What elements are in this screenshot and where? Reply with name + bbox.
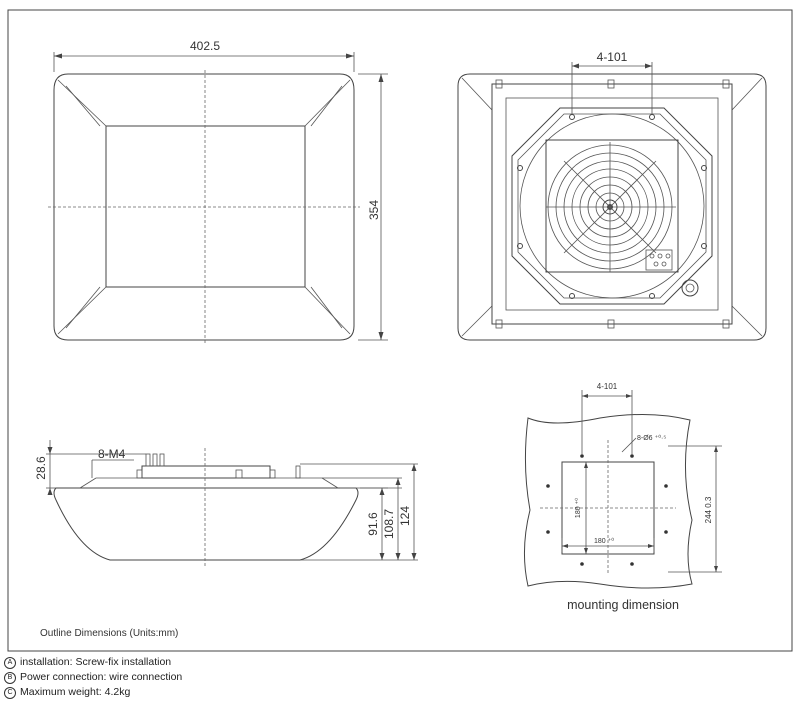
mount-hole-dimension: 4-101 [597, 382, 618, 391]
mount-inner-height: 180 ⁺⁰ [574, 498, 582, 518]
note-symbol: B [4, 671, 16, 684]
thread-label: 8-M4 [98, 447, 126, 461]
note-text: Power connection: wire connection [20, 671, 183, 683]
note-power: B Power connection: wire connection [4, 670, 182, 685]
dim-a: 91.6 [366, 512, 380, 536]
height-dimension: 354 [367, 200, 381, 220]
note-symbol: C [4, 686, 16, 699]
mounting-caption: mounting dimension [567, 598, 679, 612]
mount-hole-spec: 8-Ø6 ⁺⁰·⁵ [637, 434, 666, 442]
width-dimension: 402.5 [190, 39, 220, 53]
dim-c: 124 [398, 506, 412, 526]
note-installation: A installation: Screw-fix installation [4, 655, 182, 670]
dim-b: 108.7 [382, 509, 396, 539]
outline-caption: Outline Dimensions (Units:mm) [40, 628, 178, 639]
sheet-border [7, 9, 793, 652]
note-text: installation: Screw-fix installation [20, 656, 172, 668]
side-view: 28.6 8-M4 91.6 108.7 124 [34, 440, 418, 566]
mounting-view: 4-101 8-Ø6 ⁺⁰·⁵ 180 ⁺⁰ 180 ⁺⁰ 244 0.3 mo… [523, 382, 722, 612]
fan-view: 4-101 [457, 50, 767, 341]
fan-hole-dimension: 4-101 [597, 50, 628, 64]
note-symbol: A [4, 656, 16, 669]
side-small-height: 28.6 [34, 456, 48, 480]
top-view: 402.5 354 [48, 39, 388, 344]
note-text: Maximum weight: 4.2kg [20, 686, 131, 698]
mount-inner-width: 180 ⁺⁰ [594, 537, 614, 545]
mount-outer-height: 244 0.3 [704, 496, 713, 523]
note-weight: C Maximum weight: 4.2kg [4, 685, 182, 700]
notes-list: A installation: Screw-fix installation B… [4, 655, 182, 700]
